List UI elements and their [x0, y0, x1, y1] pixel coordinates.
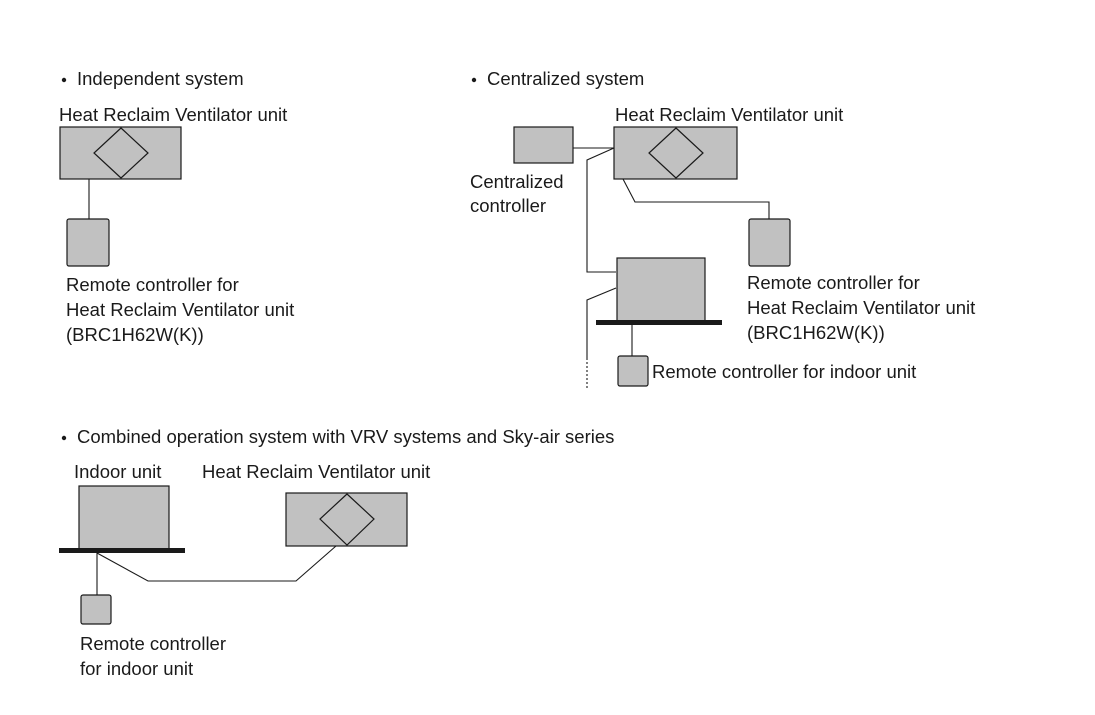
- combined-hrv-unit: [285, 492, 408, 547]
- centralized-controller-label-2: controller: [470, 195, 546, 216]
- centralized-remote-label-2: Heat Reclaim Ventilator unit: [747, 297, 975, 318]
- centralized-controller-label-1: Centralized: [470, 171, 564, 192]
- independent-remote-controller: [66, 218, 110, 267]
- centralized-remote-label-1: Remote controller for: [747, 272, 920, 293]
- bullet-icon: [471, 77, 477, 83]
- combined-system: Combined operation system with VRV syste…: [59, 426, 614, 679]
- ceiling-panel-bar: [596, 320, 722, 325]
- centralized-remote-label-3: (BRC1H62W(K)): [747, 322, 885, 343]
- independent-system: Independent system Heat Reclaim Ventilat…: [59, 68, 294, 345]
- centralized-hrv-label: Heat Reclaim Ventilator unit: [615, 104, 843, 125]
- independent-heading: Independent system: [77, 68, 244, 89]
- centralized-hrv-unit: [613, 126, 738, 180]
- hrv-to-remote-wire: [622, 178, 770, 219]
- centralized-indoor-remote-controller: [617, 355, 649, 387]
- combined-indoor-unit: [78, 485, 170, 550]
- central-bus-to-indoor-wire: [586, 147, 616, 273]
- combined-heading: Combined operation system with VRV syste…: [77, 426, 614, 447]
- centralized-heading: Centralized system: [487, 68, 644, 89]
- independent-remote-label-3: (BRC1H62W(K)): [66, 324, 204, 345]
- heat-exchanger-icon: [319, 493, 375, 546]
- combined-hrv-label: Heat Reclaim Ventilator unit: [202, 461, 430, 482]
- central-bus-down-wire: [586, 287, 617, 360]
- independent-hrv-label: Heat Reclaim Ventilator unit: [59, 104, 287, 125]
- heat-exchanger-icon: [93, 127, 149, 179]
- indoor-to-hrv-wire: [96, 545, 337, 582]
- bullet-icon: [61, 435, 67, 441]
- centralized-system: Centralized system Heat Reclaim Ventilat…: [470, 68, 975, 388]
- centralized-indoor-remote-label: Remote controller for indoor unit: [652, 361, 916, 382]
- independent-remote-label-1: Remote controller for: [66, 274, 239, 295]
- combined-indoor-label: Indoor unit: [74, 461, 161, 482]
- independent-remote-label-2: Heat Reclaim Ventilator unit: [66, 299, 294, 320]
- independent-hrv-unit: [59, 126, 182, 180]
- combined-remote-label-1: Remote controller: [80, 633, 226, 654]
- ceiling-panel-bar: [59, 548, 185, 553]
- combined-remote-label-2: for indoor unit: [80, 658, 193, 679]
- heat-exchanger-icon: [648, 127, 704, 179]
- bullet-icon: [61, 77, 67, 83]
- centralized-indoor-unit: [616, 257, 706, 322]
- centralized-hrv-remote-controller: [748, 218, 791, 267]
- centralized-controller: [513, 126, 574, 164]
- combined-remote-controller: [80, 594, 112, 625]
